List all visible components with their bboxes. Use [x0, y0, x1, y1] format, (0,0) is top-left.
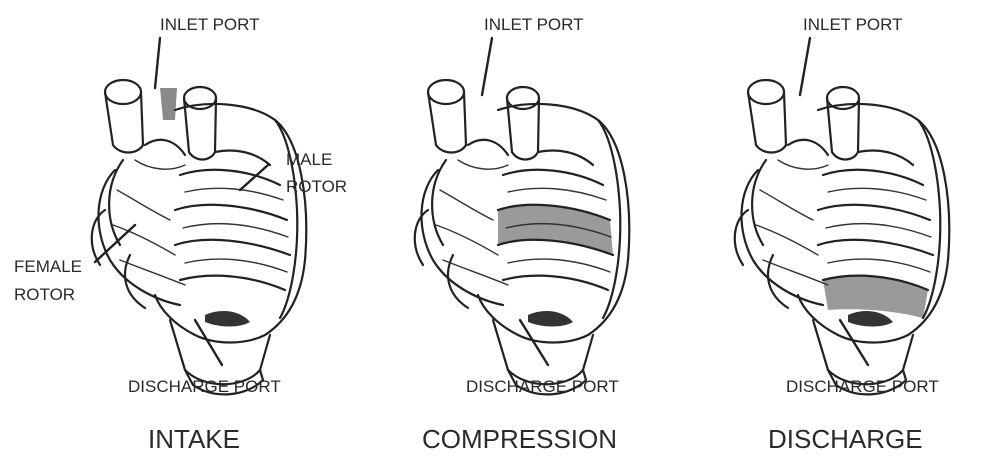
female-rotor-label-line1: FEMALE — [14, 257, 82, 276]
male-rotor-label-line2: ROTOR — [286, 177, 347, 196]
discharge-caption: DISCHARGE — [768, 424, 923, 454]
stage-intake: INLET PORT MALE ROTOR FEMALE ROTOR DISCH… — [14, 15, 347, 454]
compression-caption: COMPRESSION — [422, 424, 617, 454]
compression-discharge-label: DISCHARGE PORT — [466, 377, 619, 396]
discharge-air-shading — [823, 276, 928, 318]
male-rotor-label-line1: MALE — [286, 150, 332, 169]
compression-trapped-air-shading — [498, 205, 613, 255]
discharge-inlet-label: INLET PORT — [803, 15, 903, 34]
stage-discharge: INLET PORT DISCHARGE PORT DISCHARGE — [735, 15, 949, 454]
compression-inlet-label: INLET PORT — [484, 15, 584, 34]
intake-inlet-shading — [160, 88, 177, 120]
stage-compression: INLET PORT DISCHARGE PORT COMPRESSION — [415, 15, 629, 454]
discharge-inlet-leader — [800, 38, 810, 95]
intake-inlet-leader — [155, 38, 160, 88]
intake-discharge-label: DISCHARGE PORT — [128, 377, 281, 396]
compression-inlet-leader — [482, 38, 492, 95]
compressor-discharge-illustration — [735, 80, 949, 394]
intake-inlet-label: INLET PORT — [160, 15, 260, 34]
female-rotor-label-line2: ROTOR — [14, 285, 75, 304]
discharge-discharge-label: DISCHARGE PORT — [786, 377, 939, 396]
compressor-intake-illustration — [92, 80, 306, 394]
intake-caption: INTAKE — [148, 424, 240, 454]
compressor-compression-illustration — [415, 80, 629, 394]
